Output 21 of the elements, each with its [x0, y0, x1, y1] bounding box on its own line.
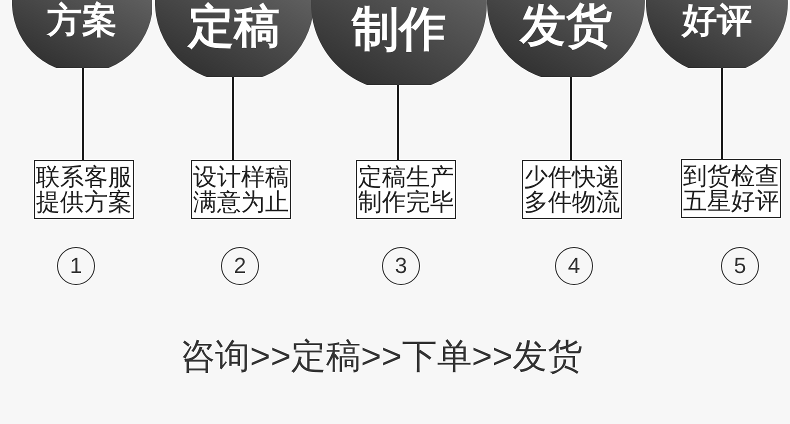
step-number: 3 — [394, 255, 408, 277]
step-number: 2 — [234, 255, 246, 277]
step-description: 设计样稿满意为止 — [193, 164, 289, 214]
step-description: 定稿生产制作完毕 — [358, 164, 454, 214]
step-description: 联系客服提供方案 — [36, 164, 132, 214]
step-title: 定稿 — [188, 3, 280, 49]
step-number: 1 — [70, 255, 82, 277]
step-description: 少件快递多件物流 — [524, 164, 620, 214]
connector-line — [570, 76, 572, 160]
step-title: 制作 — [352, 5, 446, 52]
connector-line — [397, 85, 399, 160]
step-number: 4 — [568, 255, 580, 277]
step-description: 到货检查五星好评 — [683, 164, 779, 214]
step-title: 好评 — [682, 3, 752, 38]
step-number: 5 — [734, 255, 746, 277]
connector-line — [82, 68, 84, 160]
connector-line — [721, 68, 723, 159]
step-title: 发货 — [520, 2, 612, 48]
connector-line — [232, 77, 234, 160]
step-title: 方案 — [46, 3, 117, 38]
process-flow-text: 咨询>>定稿>>下单>>发货 — [180, 339, 583, 374]
